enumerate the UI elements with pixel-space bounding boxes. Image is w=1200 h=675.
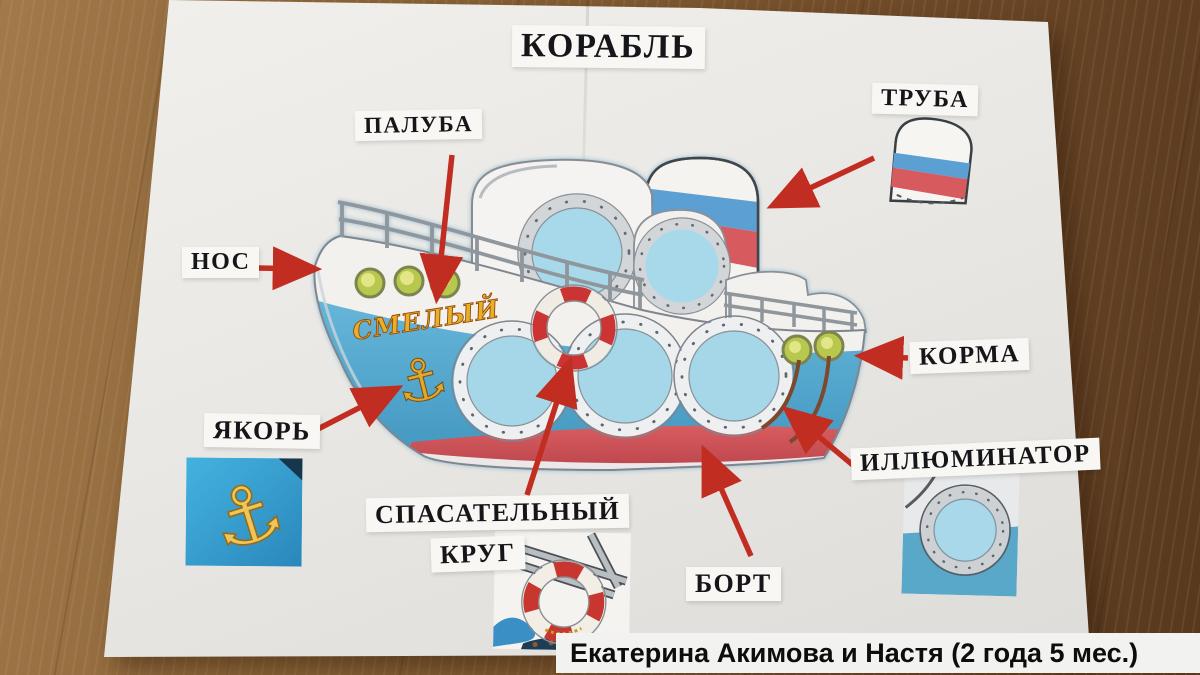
porthole-icon — [562, 313, 688, 439]
anchor-image: ⚓ — [185, 457, 303, 567]
stern-deck — [723, 270, 868, 335]
bow-portholes — [354, 265, 461, 299]
stern-porthole-icon — [781, 334, 813, 366]
stern-railing — [723, 291, 858, 335]
porthole-image — [901, 471, 1020, 597]
label-anchor: ЯКОРЬ — [203, 412, 321, 450]
caption-bar: Екатерина Акимова и Настя (2 года 5 мес.… — [556, 633, 1200, 673]
label-deck: ПАЛУБА — [354, 108, 483, 142]
label-bow: НОС — [182, 247, 260, 278]
rear-cabin — [633, 209, 731, 331]
label-stern: КОРМА — [909, 337, 1030, 375]
funnel-image — [876, 110, 985, 210]
poster-title: КОРАБЛЬ — [511, 24, 705, 70]
porthole-icon — [451, 320, 573, 442]
stern-porthole-icon — [813, 330, 845, 362]
bow-porthole-icon — [393, 265, 425, 297]
label-board: БОРТ — [686, 567, 781, 601]
label-funnel: ТРУБА — [871, 82, 979, 117]
label-lifering-line2: КРУГ — [430, 535, 526, 573]
bow-porthole-icon — [429, 267, 461, 299]
ship-illustration: СМЕЛЫЙ ⚓ — [312, 150, 874, 482]
bow-porthole-icon — [354, 267, 386, 299]
porthole-icon — [673, 315, 795, 437]
label-lifering-line1: СПАСАТЕЛЬНЫЙ — [365, 493, 630, 533]
